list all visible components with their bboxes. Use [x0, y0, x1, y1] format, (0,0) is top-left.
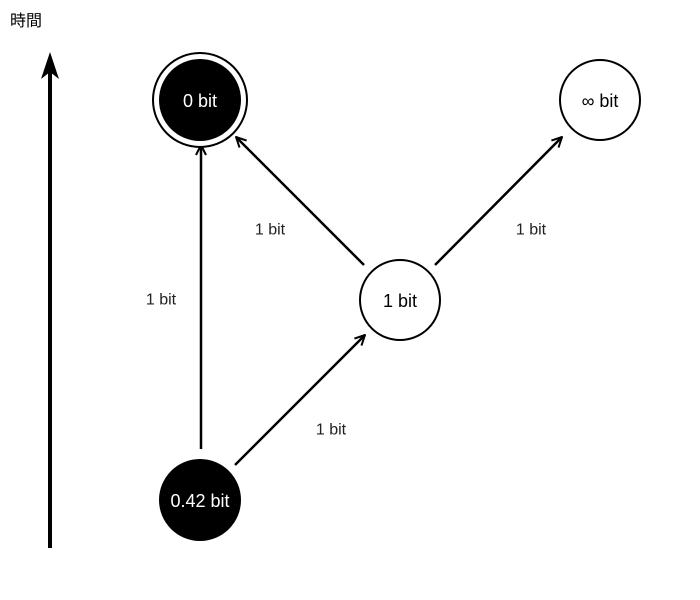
edges — [201, 137, 562, 466]
node-zero: 0 bit — [152, 52, 248, 148]
time-axis-label: 時間 — [10, 12, 42, 30]
node-start: 0.42 bit — [159, 459, 241, 541]
edge-labels: 1 bit 1 bit 1 bit 1 bit — [146, 222, 547, 439]
time-axis-arrowhead — [41, 52, 59, 79]
node-infinite-label: ∞ bit — [582, 91, 619, 111]
node-zero-label: 0 bit — [183, 91, 217, 111]
node-start-circle — [159, 459, 241, 541]
edge-one-to-zero — [236, 137, 365, 266]
node-zero-circle — [159, 59, 241, 141]
edge-label-start-to-one: 1 bit — [316, 422, 347, 439]
time-axis: 時間 — [10, 12, 59, 548]
node-one-circle — [359, 259, 441, 341]
node-start-label: 0.42 bit — [170, 491, 229, 511]
edge-label-one-to-zero: 1 bit — [255, 222, 286, 239]
edge-label-one-to-infinite: 1 bit — [516, 222, 547, 239]
node-one-label: 1 bit — [383, 291, 417, 311]
node-infinite-circle — [559, 59, 641, 141]
edge-start-to-one — [234, 335, 365, 466]
edge-one-to-infinite — [434, 137, 562, 266]
node-infinite: ∞ bit — [559, 59, 641, 141]
edge-label-start-to-zero: 1 bit — [146, 292, 177, 309]
node-one: 1 bit — [359, 259, 441, 341]
